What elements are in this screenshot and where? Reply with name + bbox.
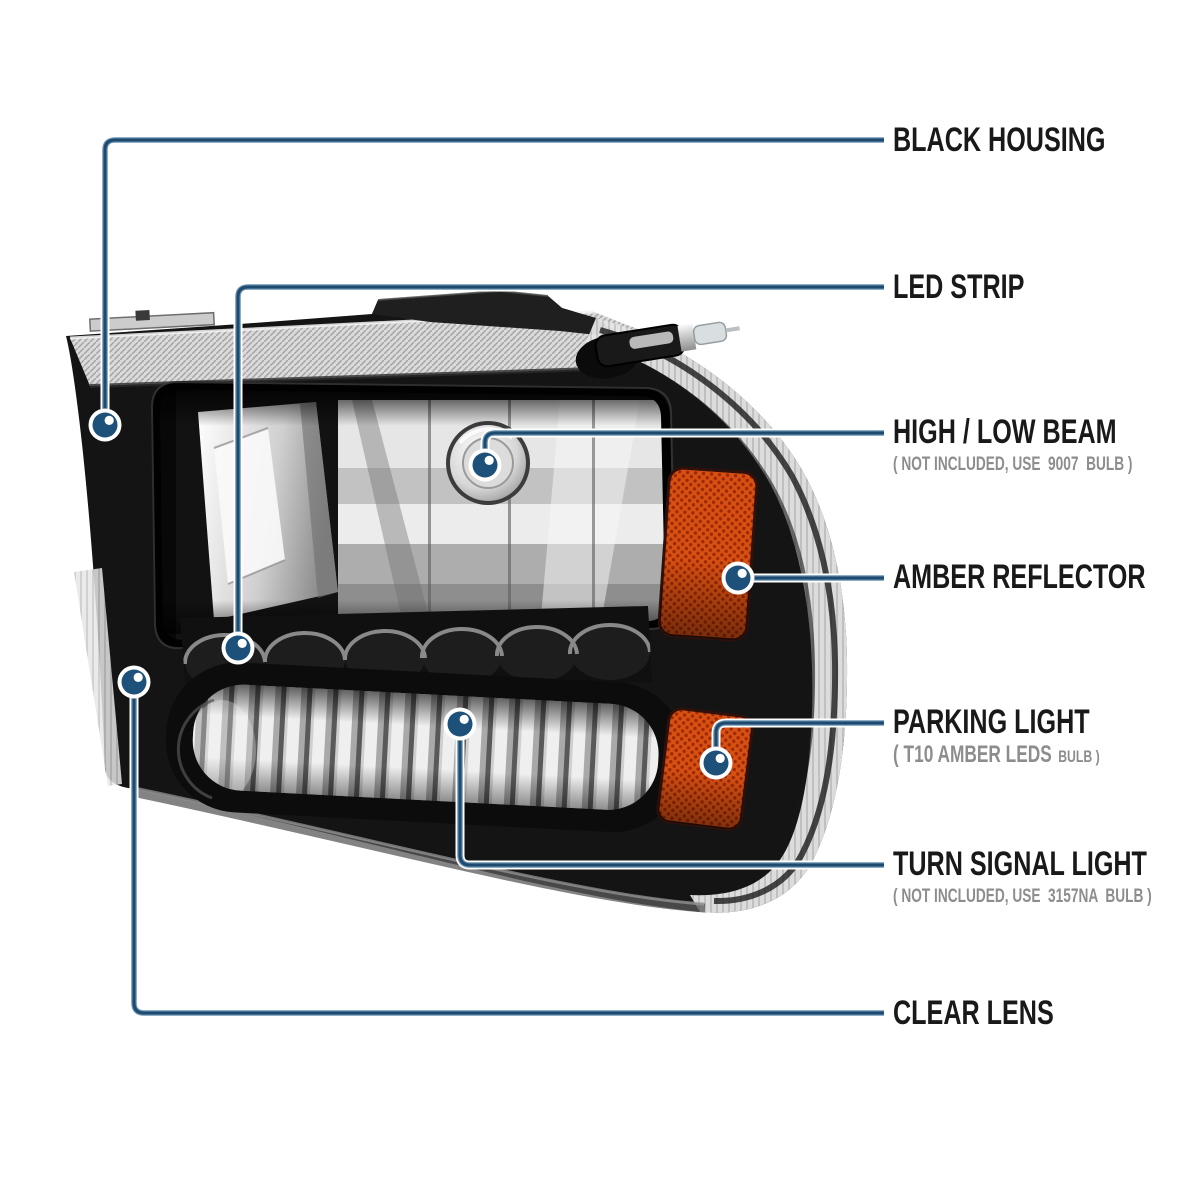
callout-high-low-beam: HIGH / LOW BEAM ( NOT INCLUDED, USE 9007… [893, 413, 1200, 477]
leader-parking-light [711, 718, 884, 748]
callout-parking-light: PARKING LIGHT ( T10 AMBER LEDS BULB ) [893, 703, 1180, 769]
callout-turn-signal-light: TURN SIGNAL LIGHT ( NOT INCLUDED, USE 31… [893, 845, 1200, 909]
marker-high-low-beam-icon [468, 448, 502, 482]
marker-amber-reflector-icon [721, 561, 755, 595]
mounting-bracket [88, 310, 216, 332]
marker-black-housing-icon [88, 408, 122, 442]
callout-amber-reflector: AMBER REFLECTOR [893, 558, 1200, 596]
amber-reflector-upper [657, 466, 759, 642]
bulb-socket-wire [575, 321, 740, 379]
leader-black-housing [100, 135, 884, 410]
top-chrome-band [70, 312, 640, 386]
callout-subtitle: ( NOT INCLUDED, USE 3157NA BULB ) [893, 886, 1152, 907]
marker-turn-signal-light-icon [443, 707, 477, 741]
leader-lines [100, 135, 884, 1018]
callout-led-strip: LED STRIP [893, 268, 1071, 306]
side-clear-lens-band [586, 318, 848, 913]
top-cover [372, 291, 624, 338]
callout-black-housing: BLACK HOUSING [893, 121, 1180, 159]
leader-clear-lens [129, 697, 884, 1018]
left-lens-edge [74, 568, 122, 786]
marker-parking-light-icon [699, 746, 733, 780]
callout-title: AMBER REFLECTOR [893, 558, 1146, 596]
leader-high-low-beam [480, 428, 884, 452]
lower-lens [165, 662, 686, 833]
callout-title: TURN SIGNAL LIGHT [893, 845, 1147, 883]
callout-subtitle: ( T10 AMBER LEDS BULB ) [893, 743, 1100, 769]
callout-subtitle-main: ( T10 AMBER LEDS [893, 741, 1052, 768]
callout-title: PARKING LIGHT [893, 703, 1090, 741]
callout-title: BLACK HOUSING [893, 121, 1106, 159]
marker-clear-lens-icon [117, 665, 151, 699]
callout-clear-lens: CLEAR LENS [893, 994, 1110, 1032]
callout-title: LED STRIP [893, 268, 1025, 306]
leader-turn-signal-light [455, 740, 884, 870]
callout-subtitle-small: BULB ) [1058, 747, 1100, 766]
marker-led-strip-icon [221, 631, 255, 665]
leader-led-strip [233, 282, 884, 633]
callout-subtitle: ( NOT INCLUDED, USE 9007 BULB ) [893, 454, 1133, 475]
callout-markers [88, 408, 755, 780]
callout-title: HIGH / LOW BEAM [893, 413, 1117, 451]
callout-title: CLEAR LENS [893, 994, 1054, 1032]
